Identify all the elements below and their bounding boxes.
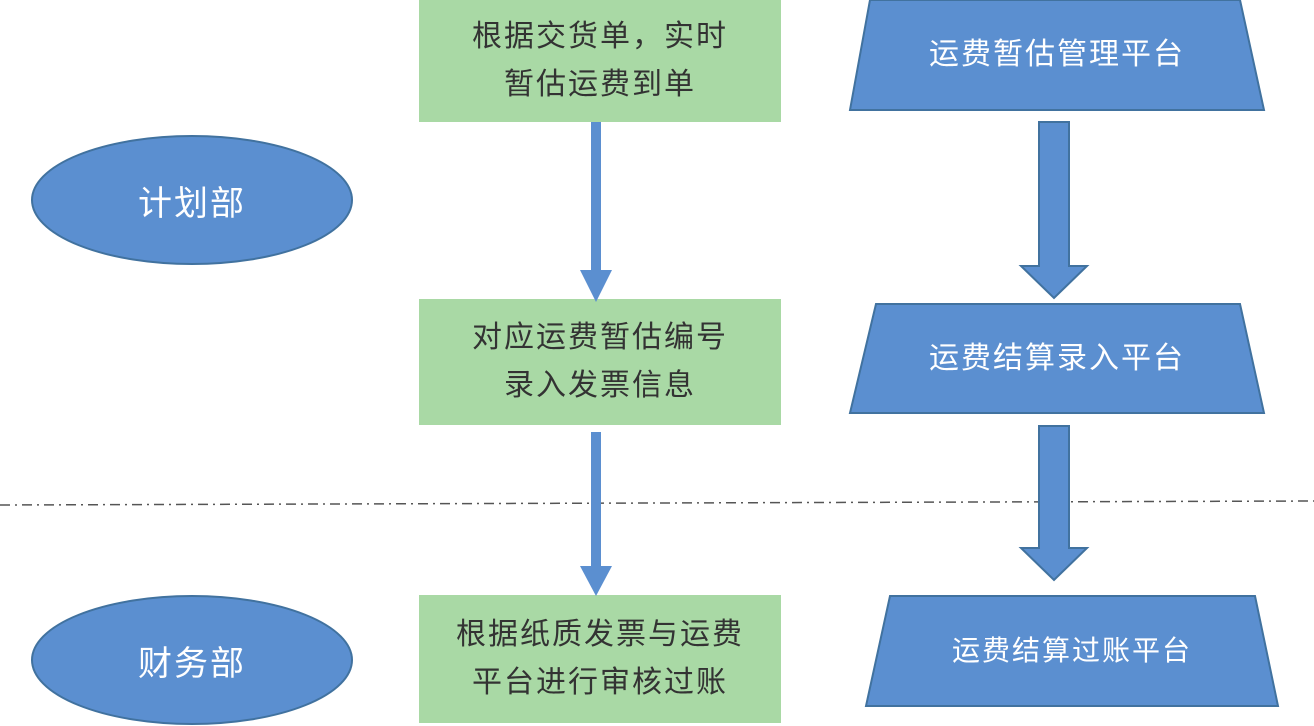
platform-arrow-2: [1018, 425, 1090, 582]
process-step-2-line-1: 对应运费暂估编号: [472, 320, 728, 355]
platform-3-label: 运费结算过账平台: [951, 634, 1192, 667]
process-box-3: [419, 595, 781, 723]
process-step-2-line-2: 录入发票信息: [504, 368, 696, 403]
finance-department-label: 财务部: [138, 643, 246, 684]
platform-trapezoid-1: [848, 0, 1266, 111]
planning-department-ellipse: [31, 135, 353, 265]
process-step-1-line-1: 根据交货单，实时: [472, 19, 728, 54]
platform-1-label: 运费暂估管理平台: [929, 37, 1185, 72]
process-step-1-label: 根据交货单，实时 暂估运费到单: [419, 0, 781, 122]
platform-trapezoid-3: [864, 595, 1280, 707]
process-arrow-2: [580, 432, 612, 596]
process-box-1: [419, 0, 781, 122]
process-step-3-line-2: 平台进行审核过账: [472, 665, 728, 700]
finance-department-ellipse: [31, 595, 353, 725]
process-step-3-line-1: 根据纸质发票与运费: [456, 617, 744, 652]
process-step-1-line-2: 暂估运费到单: [504, 67, 696, 102]
platform-trapezoid-2: [848, 303, 1266, 414]
process-step-3-label: 根据纸质发票与运费 平台进行审核过账: [419, 595, 781, 723]
department-divider-line: [0, 500, 1314, 506]
platform-2-label: 运费结算录入平台: [929, 340, 1185, 376]
planning-department-label: 计划部: [138, 183, 246, 224]
process-step-2-label: 对应运费暂估编号 录入发票信息: [419, 299, 781, 425]
process-arrow-1: [580, 122, 612, 302]
platform-arrow-1: [1018, 121, 1090, 300]
process-box-2: [419, 299, 781, 425]
